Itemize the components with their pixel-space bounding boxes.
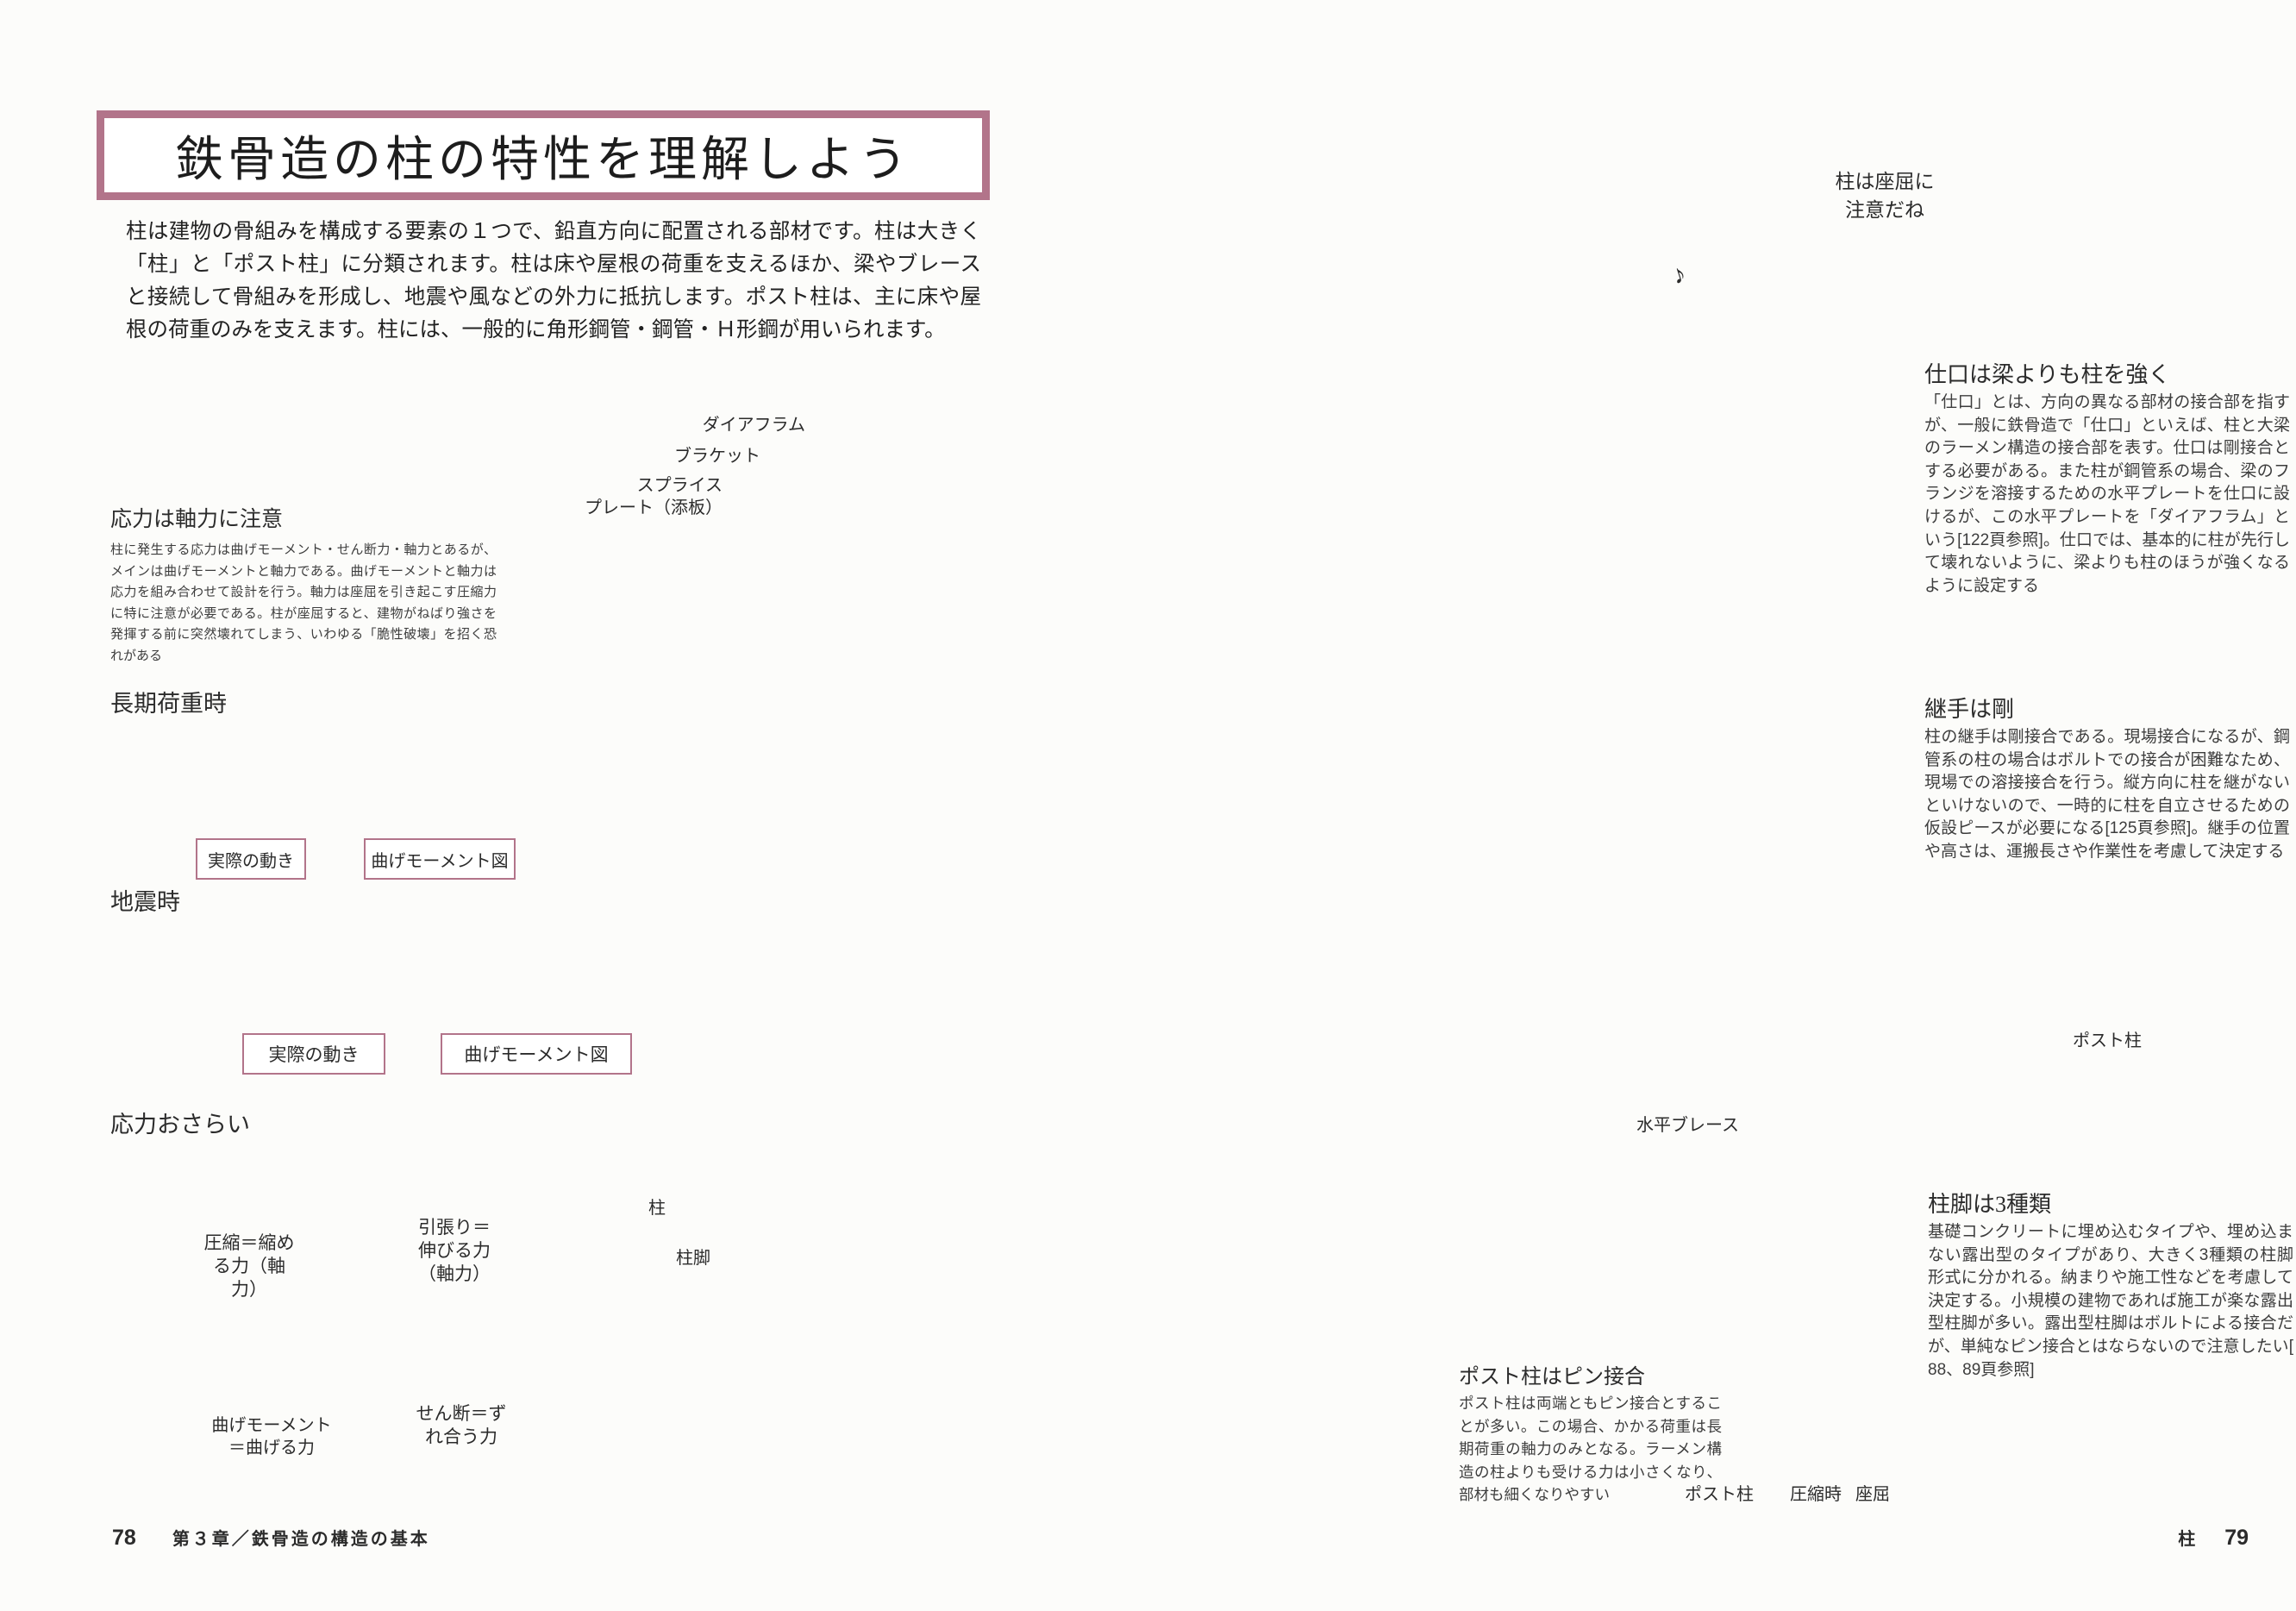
label-post-column-drawing: ポスト柱	[2073, 1031, 2142, 1050]
bubble-compression: 圧縮＝縮める力（軸力）	[203, 1232, 295, 1300]
label-moment-diagram-1: 曲げモーメント図	[364, 838, 516, 880]
bubble-tension: 引張り＝伸びる力（軸力）	[418, 1217, 491, 1284]
rabbit-speech-line2: 注意だね	[1845, 199, 1924, 221]
label-splice-line1: スプライス	[636, 476, 723, 495]
label-splice-line2: プレート（添板）	[585, 498, 723, 517]
section3-body: 基礎コンクリートに埋め込むタイプや、埋め込まない露出型のタイプがあり、大きく3種…	[1928, 1223, 2293, 1379]
stress-review-heading: 応力おさらい	[110, 1112, 250, 1138]
label-actual-movement-1: 実際の動き	[196, 838, 306, 880]
page-number-left: 78	[112, 1526, 136, 1550]
label-compression-time: 圧縮時	[1790, 1485, 1842, 1504]
stress-note-body: 柱に発生する応力は曲げモーメント・せん断力・軸力とあるが、メインは曲げモーメント…	[110, 542, 497, 663]
section1-body: 「仕口」とは、方向の異なる部材の接合部を指すが、一般に鉄骨造で「仕口」といえば、…	[1924, 393, 2290, 595]
intro-paragraph: 柱は建物の骨組みを構成する要素の１つで、鉛直方向に配置される部材です。柱は大きく…	[126, 220, 981, 342]
post-pin-body: ポスト柱は両端ともピン接合とすることが多い。この場合、かかる荷重は長期荷重の軸力…	[1459, 1395, 1722, 1503]
label-horizontal-brace: 水平ブレース	[1636, 1116, 1739, 1135]
label-buckling: 座屈	[1855, 1485, 1890, 1504]
bubble-shear: せん断＝ずれ合う力	[416, 1403, 507, 1447]
section1-heading: 仕口は梁よりも柱を強く	[1924, 362, 2171, 387]
footer-right: 柱 79	[2052, 1525, 2249, 1551]
section-name-right: 柱	[2178, 1530, 2196, 1549]
stress-note-heading: 応力は軸力に注意	[110, 508, 284, 531]
rabbit-speech-text: 柱は座屈に 注意だね	[1821, 167, 1949, 224]
label-column: 柱	[648, 1199, 666, 1218]
label-moment-diagram-2: 曲げモーメント図	[441, 1033, 632, 1075]
footer-left: 78 第３章／鉄骨造の構造の基本	[112, 1525, 430, 1551]
rabbit-speech-line1: 柱は座屈に	[1835, 171, 1935, 192]
label-post-column-mini: ポスト柱	[1685, 1485, 1754, 1504]
section3-heading: 柱脚は3種類	[1928, 1192, 2052, 1217]
label-column-base: 柱脚	[676, 1249, 710, 1268]
section2-heading: 継手は剛	[1924, 697, 2015, 722]
bubble-bending: 曲げモーメント＝曲げる力	[211, 1416, 332, 1457]
section2-body: 柱の継手は剛接合である。現場接合になるが、鋼管系の柱の場合はボルトでの接合が困難…	[1924, 728, 2290, 861]
page-title: 鉄骨造の柱の特性を理解しよう	[175, 133, 911, 187]
long-term-heading: 長期荷重時	[110, 691, 227, 717]
chapter-title: 第３章／鉄骨造の構造の基本	[172, 1530, 430, 1549]
label-bracket: ブラケット	[674, 447, 760, 466]
label-diaphragm: ダイアフラム	[702, 416, 805, 435]
page-number-right: 79	[2224, 1526, 2249, 1550]
seismic-heading: 地震時	[110, 889, 180, 915]
post-pin-heading: ポスト柱はピン接合	[1459, 1366, 1645, 1388]
page-title-box: 鉄骨造の柱の特性を理解しよう	[97, 110, 990, 200]
label-actual-movement-2: 実際の動き	[242, 1033, 385, 1075]
